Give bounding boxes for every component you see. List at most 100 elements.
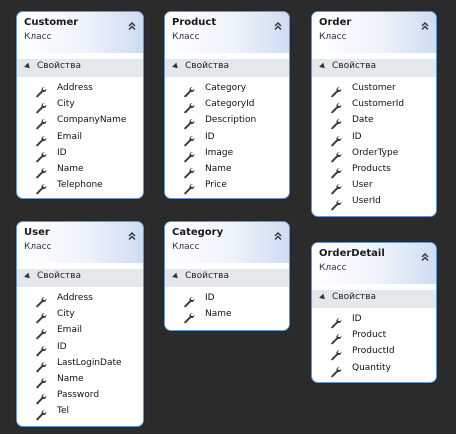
collapse-chevron-icon[interactable] [420, 247, 430, 261]
expand-triangle-icon[interactable] [24, 62, 32, 71]
wrench-icon [183, 115, 195, 130]
section-label: Свойства [185, 61, 229, 71]
property-row[interactable]: UserId [312, 194, 436, 211]
property-row[interactable]: Customer [312, 81, 436, 98]
property-row[interactable]: Quantity [312, 361, 436, 377]
properties-section-header[interactable]: Свойства [17, 59, 143, 77]
property-row[interactable]: ID [165, 291, 289, 308]
wrench-icon [35, 374, 47, 389]
property-row[interactable]: Category [165, 81, 289, 98]
wrench-icon [330, 132, 342, 146]
wrench-icon [35, 358, 47, 373]
property-row[interactable]: Address [17, 291, 143, 308]
property-row[interactable]: ID [165, 130, 289, 146]
collapse-chevron-icon[interactable] [273, 16, 283, 30]
property-name: City [57, 99, 75, 110]
property-name: Description [205, 115, 257, 126]
property-row[interactable]: City [17, 97, 143, 114]
property-row[interactable]: User [312, 178, 436, 195]
property-row[interactable]: Email [17, 130, 143, 146]
collapse-chevron-icon[interactable] [127, 16, 137, 30]
property-row[interactable]: Tel [17, 404, 143, 421]
property-row[interactable]: Telephone [17, 178, 143, 195]
property-row[interactable]: Email [17, 323, 143, 340]
property-row[interactable]: ID [17, 340, 143, 356]
section-label: Свойства [332, 61, 376, 71]
property-row[interactable]: Password [17, 388, 143, 405]
wrench-icon [183, 99, 195, 114]
property-row[interactable]: Name [17, 372, 143, 389]
property-row[interactable]: OrderType [312, 146, 436, 163]
property-row[interactable]: Address [17, 81, 143, 98]
property-row[interactable]: Name [165, 307, 289, 324]
property-row[interactable]: CategoryId [165, 97, 289, 114]
property-row[interactable]: Name [17, 162, 143, 179]
property-row[interactable]: Product [312, 328, 436, 345]
wrench-icon [35, 83, 47, 98]
property-row[interactable]: Description [165, 113, 289, 130]
property-row[interactable]: Date [312, 113, 436, 130]
wrench-icon [35, 309, 47, 324]
property-name: Address [57, 83, 93, 93]
wrench-icon [330, 314, 342, 329]
property-row[interactable]: ID [17, 146, 143, 163]
property-row[interactable]: City [17, 307, 143, 324]
property-row[interactable]: Products [312, 162, 436, 179]
property-row[interactable]: CustomerId [312, 97, 436, 114]
property-row[interactable]: Image [165, 146, 289, 163]
expand-triangle-icon[interactable] [319, 62, 327, 71]
property-name: Email [57, 325, 82, 336]
wrench-icon [330, 99, 342, 114]
property-row[interactable]: Price [165, 178, 289, 195]
properties-section-header[interactable]: Свойства [312, 59, 436, 77]
property-name: Name [205, 163, 232, 174]
property-name: Date [352, 115, 374, 126]
wrench-icon [35, 342, 47, 356]
property-name: UserId [352, 196, 381, 207]
property-name: Email [57, 131, 82, 142]
wrench-icon [35, 180, 47, 195]
properties-section-header[interactable]: Свойства [165, 59, 289, 77]
property-row[interactable]: Name [165, 162, 289, 179]
expand-triangle-icon[interactable] [172, 272, 180, 281]
collapse-chevron-icon[interactable] [420, 16, 430, 30]
wrench-icon [330, 83, 342, 98]
class-name: Customer [24, 17, 79, 28]
property-row[interactable]: ID [312, 312, 436, 329]
property-row[interactable]: ID [312, 130, 436, 146]
property-row[interactable]: LastLoginDate [17, 356, 143, 373]
property-name: CustomerId [352, 99, 405, 110]
expand-triangle-icon[interactable] [172, 62, 180, 71]
wrench-icon [35, 115, 47, 130]
wrench-icon [330, 363, 342, 377]
wrench-icon [330, 115, 342, 130]
properties-section-header[interactable]: Свойства [165, 269, 289, 287]
property-name: Name [205, 309, 232, 320]
properties-section-header[interactable]: Свойства [17, 269, 143, 287]
expand-triangle-icon[interactable] [319, 293, 327, 302]
collapse-chevron-icon[interactable] [127, 226, 137, 240]
class-kind-label: Класс [319, 263, 347, 273]
properties-section-header[interactable]: Свойства [312, 290, 436, 308]
property-row[interactable]: ProductId [312, 344, 436, 361]
wrench-icon [330, 196, 342, 211]
collapse-chevron-icon[interactable] [273, 226, 283, 240]
expand-triangle-icon[interactable] [24, 272, 32, 281]
property-row[interactable]: CompanyName [17, 113, 143, 130]
wrench-icon [330, 330, 342, 345]
property-name: Tel [57, 406, 70, 417]
